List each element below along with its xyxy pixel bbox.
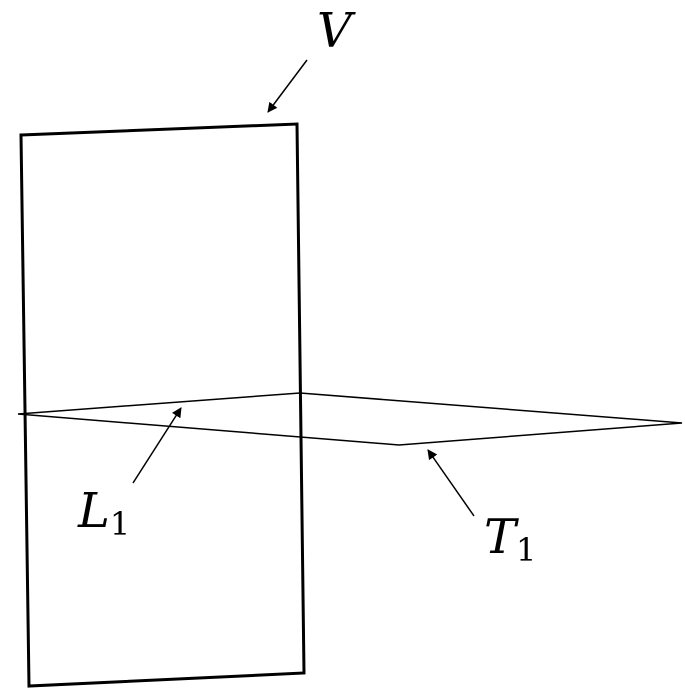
arrow-to-t1 [427, 449, 475, 517]
label-l1-subscript: 1 [110, 505, 130, 543]
arrow-to-v [267, 59, 308, 113]
label-t1-main: T [484, 509, 519, 565]
label-l1-main: L [77, 483, 110, 539]
vertical-plane-v [19, 122, 306, 688]
horizontal-plane-t1 [17, 392, 683, 446]
arrow-to-l1 [132, 407, 182, 484]
label-t1: T1 [484, 509, 536, 569]
label-l1: L1 [77, 483, 130, 543]
label-t1-subscript: 1 [516, 531, 536, 569]
label-v: V [317, 3, 356, 59]
